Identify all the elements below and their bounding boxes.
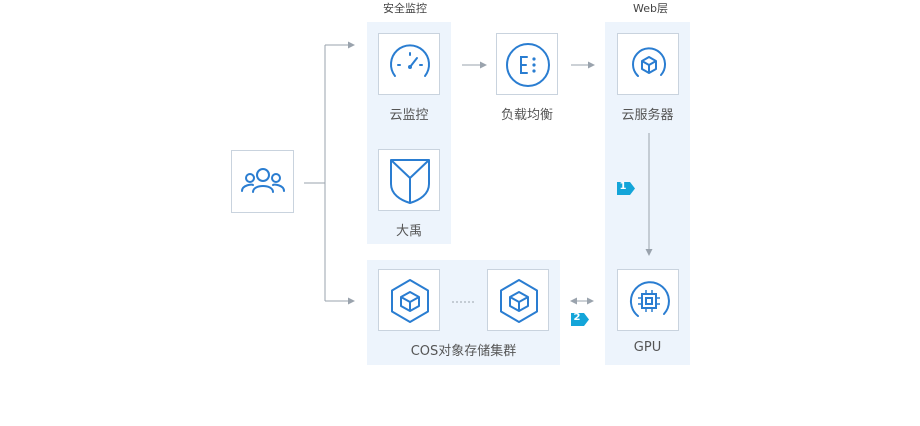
cloud-server-label: 云服务器 <box>621 108 674 123</box>
dayu-label: 大禹 <box>395 224 422 239</box>
server-cube-icon <box>632 47 666 77</box>
gauge-icon <box>390 44 430 77</box>
cloud-monitor-node[interactable] <box>378 33 440 95</box>
load-balancer-label: 负载均衡 <box>500 108 553 123</box>
cloud-monitor-label: 云监控 <box>389 108 429 123</box>
cube-icon <box>391 279 429 323</box>
step-badge-1: 1 <box>617 180 635 199</box>
web-group-title: Web层 <box>633 2 668 15</box>
dayu-node[interactable] <box>378 149 440 211</box>
users-node[interactable] <box>231 150 294 213</box>
cos-node-1[interactable] <box>378 269 440 331</box>
cloud-server-node[interactable] <box>617 33 679 95</box>
cos-node-2[interactable] <box>487 269 549 331</box>
cos-cluster-label: COS对象存储集群 <box>410 344 517 359</box>
cube-icon <box>500 279 538 323</box>
load-balancer-node[interactable] <box>496 33 558 95</box>
gpu-label: GPU <box>633 340 662 355</box>
chip-icon <box>629 281 670 317</box>
shield-icon <box>390 159 430 204</box>
users-icon <box>241 168 285 193</box>
load-balancer-icon <box>506 43 550 87</box>
gpu-node[interactable] <box>617 269 679 331</box>
security-group-title: 安全监控 <box>383 2 427 15</box>
step-badge-2: 2 <box>571 311 589 330</box>
